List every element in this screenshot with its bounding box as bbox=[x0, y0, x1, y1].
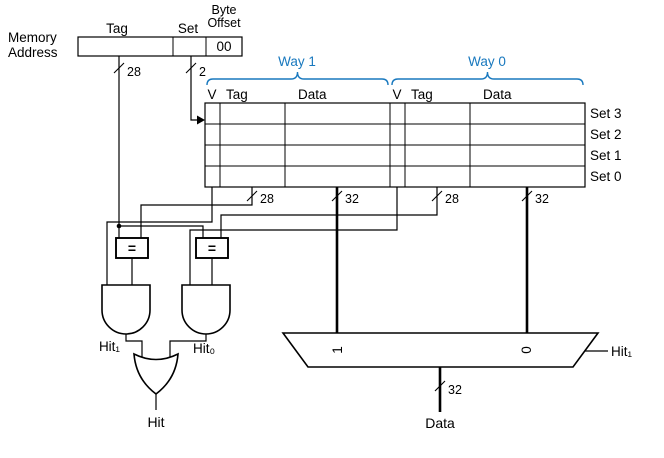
and-gate-way0 bbox=[181, 284, 231, 335]
way0-tag-wire bbox=[220, 187, 438, 238]
mux-input-1-label: 1 bbox=[330, 346, 345, 354]
set-index-wire bbox=[190, 56, 197, 121]
way0-valid-header: V bbox=[392, 87, 401, 102]
way1-brace bbox=[206, 71, 389, 86]
address-buses: 28 2 bbox=[113, 56, 206, 238]
way1-valid-header: V bbox=[207, 87, 216, 102]
way-braces: Way 1 Way 0 bbox=[206, 54, 584, 86]
hit1-label: Hit₁ bbox=[99, 339, 120, 354]
way0-brace bbox=[391, 71, 584, 86]
way0-data-bus-label: 32 bbox=[535, 192, 549, 206]
hit0-wire bbox=[169, 334, 207, 359]
address-tag-branch-wire bbox=[119, 225, 204, 238]
address-box bbox=[77, 36, 243, 57]
way0-data-bus-tick bbox=[521, 190, 533, 202]
way1-valid-wire bbox=[106, 187, 213, 285]
way1-data-bus-tick bbox=[331, 190, 343, 202]
or-gate-shape bbox=[133, 352, 179, 396]
way1-data-bus-label: 32 bbox=[345, 192, 359, 206]
way0-tag-bus-label: 28 bbox=[445, 192, 459, 206]
data-output-label: Data bbox=[425, 415, 455, 431]
tag-bus-width-label: 28 bbox=[127, 65, 141, 79]
hit-label: Hit bbox=[147, 414, 164, 430]
comparator-way1-label: = bbox=[128, 240, 136, 256]
way0-label: Way 0 bbox=[468, 54, 506, 69]
and-gates: Hit₁ Hit₀ bbox=[99, 284, 231, 359]
set-label-2: Set 2 bbox=[590, 127, 622, 142]
and-gate-way1 bbox=[101, 284, 151, 335]
way0-valid-wire bbox=[189, 187, 398, 285]
way1-label: Way 1 bbox=[278, 54, 316, 69]
comparator-way0-label: = bbox=[208, 240, 216, 256]
tag-bus-width-tick bbox=[113, 62, 125, 74]
hit0-label: Hit₀ bbox=[193, 341, 215, 356]
set-bus-width-tick bbox=[185, 62, 197, 74]
set-arrowhead-icon bbox=[197, 115, 205, 125]
mux-shape bbox=[281, 332, 600, 368]
set-field-label: Set bbox=[178, 21, 199, 36]
mux-output-bus-label: 32 bbox=[448, 383, 462, 397]
tag-field-label: Tag bbox=[106, 21, 128, 36]
memory-address-label-line2: Address bbox=[8, 45, 58, 60]
byte-field-label-line1: Byte bbox=[211, 3, 236, 17]
byte-offset-value: 00 bbox=[216, 39, 231, 54]
byte-field-label-line2: Offset bbox=[207, 16, 241, 30]
memory-address-label-line1: Memory bbox=[8, 30, 57, 45]
output-mux: 1 0 Hit₁ 32 Data bbox=[281, 332, 632, 431]
way1-tag-header: Tag bbox=[226, 87, 248, 102]
mux-input-0-label: 0 bbox=[519, 346, 534, 354]
memory-address: Memory Address Tag Set Byte Offset 00 bbox=[8, 3, 243, 60]
way1-data-header: Data bbox=[298, 87, 327, 102]
hit1-wire bbox=[125, 334, 143, 359]
set-bus-width-label: 2 bbox=[199, 65, 206, 79]
way0-tag-header: Tag bbox=[411, 87, 433, 102]
mux-output-bus-tick bbox=[434, 380, 446, 392]
way0-data-header: Data bbox=[483, 87, 512, 102]
way1-tag-bus-tick bbox=[246, 190, 258, 202]
way1-tag-bus-label: 28 bbox=[260, 192, 274, 206]
set-label-1: Set 1 bbox=[590, 148, 622, 163]
or-gate: Hit bbox=[133, 352, 179, 430]
set-label-3: Set 3 bbox=[590, 106, 622, 121]
set-label-0: Set 0 bbox=[590, 169, 622, 184]
table-output-wires: 28 32 28 32 bbox=[106, 187, 549, 333]
way0-tag-bus-tick bbox=[431, 190, 443, 202]
comparators: = = bbox=[115, 237, 229, 285]
cache-table: V Tag Data V Tag Data Set 3 Set 2 Set 1 … bbox=[204, 87, 622, 188]
mux-select-label: Hit₁ bbox=[611, 344, 632, 359]
